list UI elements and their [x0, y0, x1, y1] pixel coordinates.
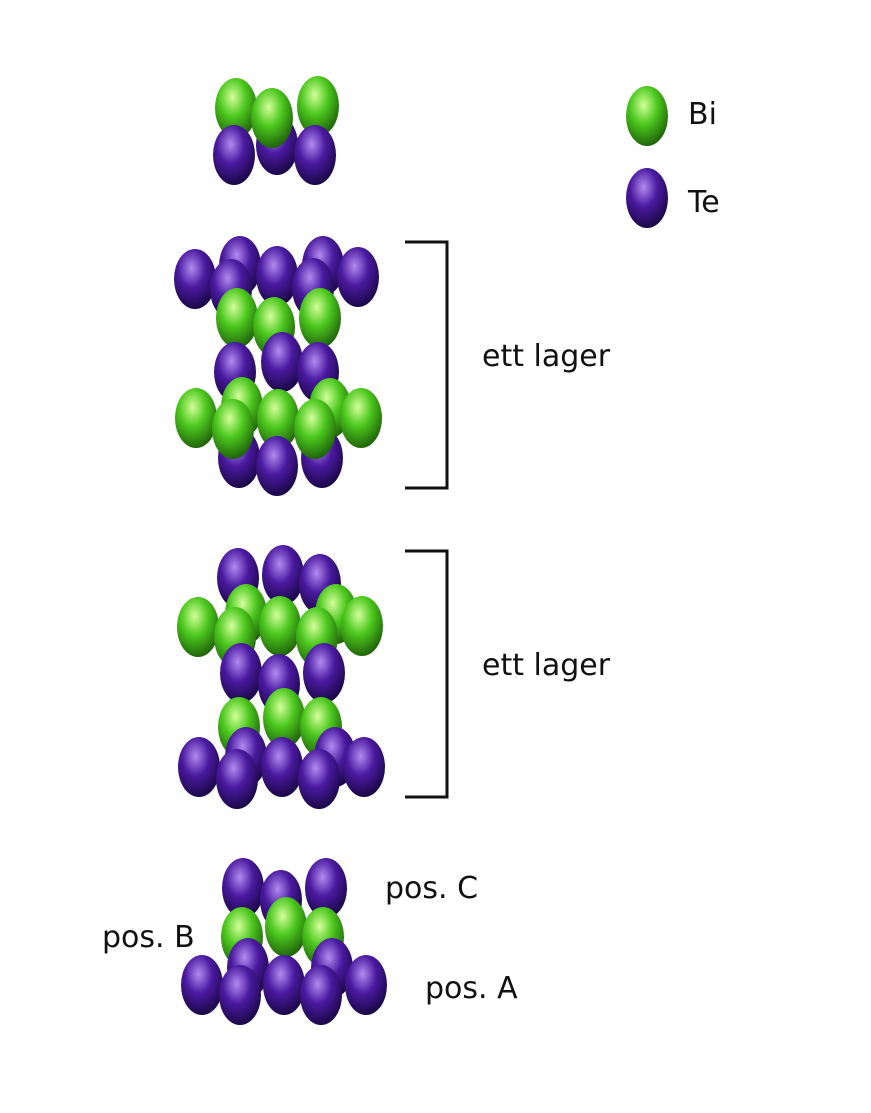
bi-atom	[257, 389, 299, 449]
te-atom	[256, 246, 298, 306]
position-c-label: pos. C	[385, 871, 478, 906]
layer-bracket-lower	[405, 549, 449, 799]
bi-atom	[216, 288, 258, 348]
bi-atom	[297, 76, 339, 136]
position-b-label: pos. B	[102, 920, 195, 955]
bi-atom	[215, 78, 257, 138]
te-atom	[345, 955, 387, 1015]
te-atom	[181, 955, 223, 1015]
te-atom	[222, 858, 264, 918]
bi-atom	[299, 288, 341, 348]
te-atom	[261, 737, 303, 797]
te-atom	[298, 749, 340, 809]
bi-atom	[294, 399, 336, 459]
te-atom	[256, 436, 298, 496]
te-atom	[216, 749, 258, 809]
te-atom	[213, 125, 255, 185]
bi-atom	[212, 399, 254, 459]
te-atom	[343, 737, 385, 797]
bi-atom	[340, 388, 382, 448]
te-atom	[262, 545, 304, 605]
te-atom	[626, 168, 668, 228]
bi-atom	[177, 597, 219, 657]
te-atom	[219, 965, 261, 1025]
te-atom	[174, 249, 216, 309]
te-atom	[300, 965, 342, 1025]
bi-atom	[175, 388, 217, 448]
layer-label-lower: ett lager	[482, 648, 611, 683]
atom-layer	[174, 76, 668, 1025]
legend-bi-label: Bi	[688, 97, 717, 132]
position-a-label: pos. A	[425, 971, 518, 1006]
bi-atom	[341, 596, 383, 656]
bi-atom	[259, 596, 301, 656]
te-atom	[261, 332, 303, 392]
te-atom	[294, 125, 336, 185]
bi-atom	[626, 86, 668, 146]
te-atom	[220, 643, 262, 703]
bi-atom	[265, 897, 307, 957]
layer-label-upper: ett lager	[482, 339, 611, 374]
legend-te-label: Te	[687, 185, 720, 220]
te-atom	[337, 247, 379, 307]
bi-atom	[263, 688, 305, 748]
te-atom	[263, 955, 305, 1015]
te-atom	[305, 858, 347, 918]
bi-atom	[251, 88, 293, 148]
te-atom	[303, 643, 345, 703]
layer-bracket-upper	[405, 240, 449, 490]
te-atom	[178, 737, 220, 797]
